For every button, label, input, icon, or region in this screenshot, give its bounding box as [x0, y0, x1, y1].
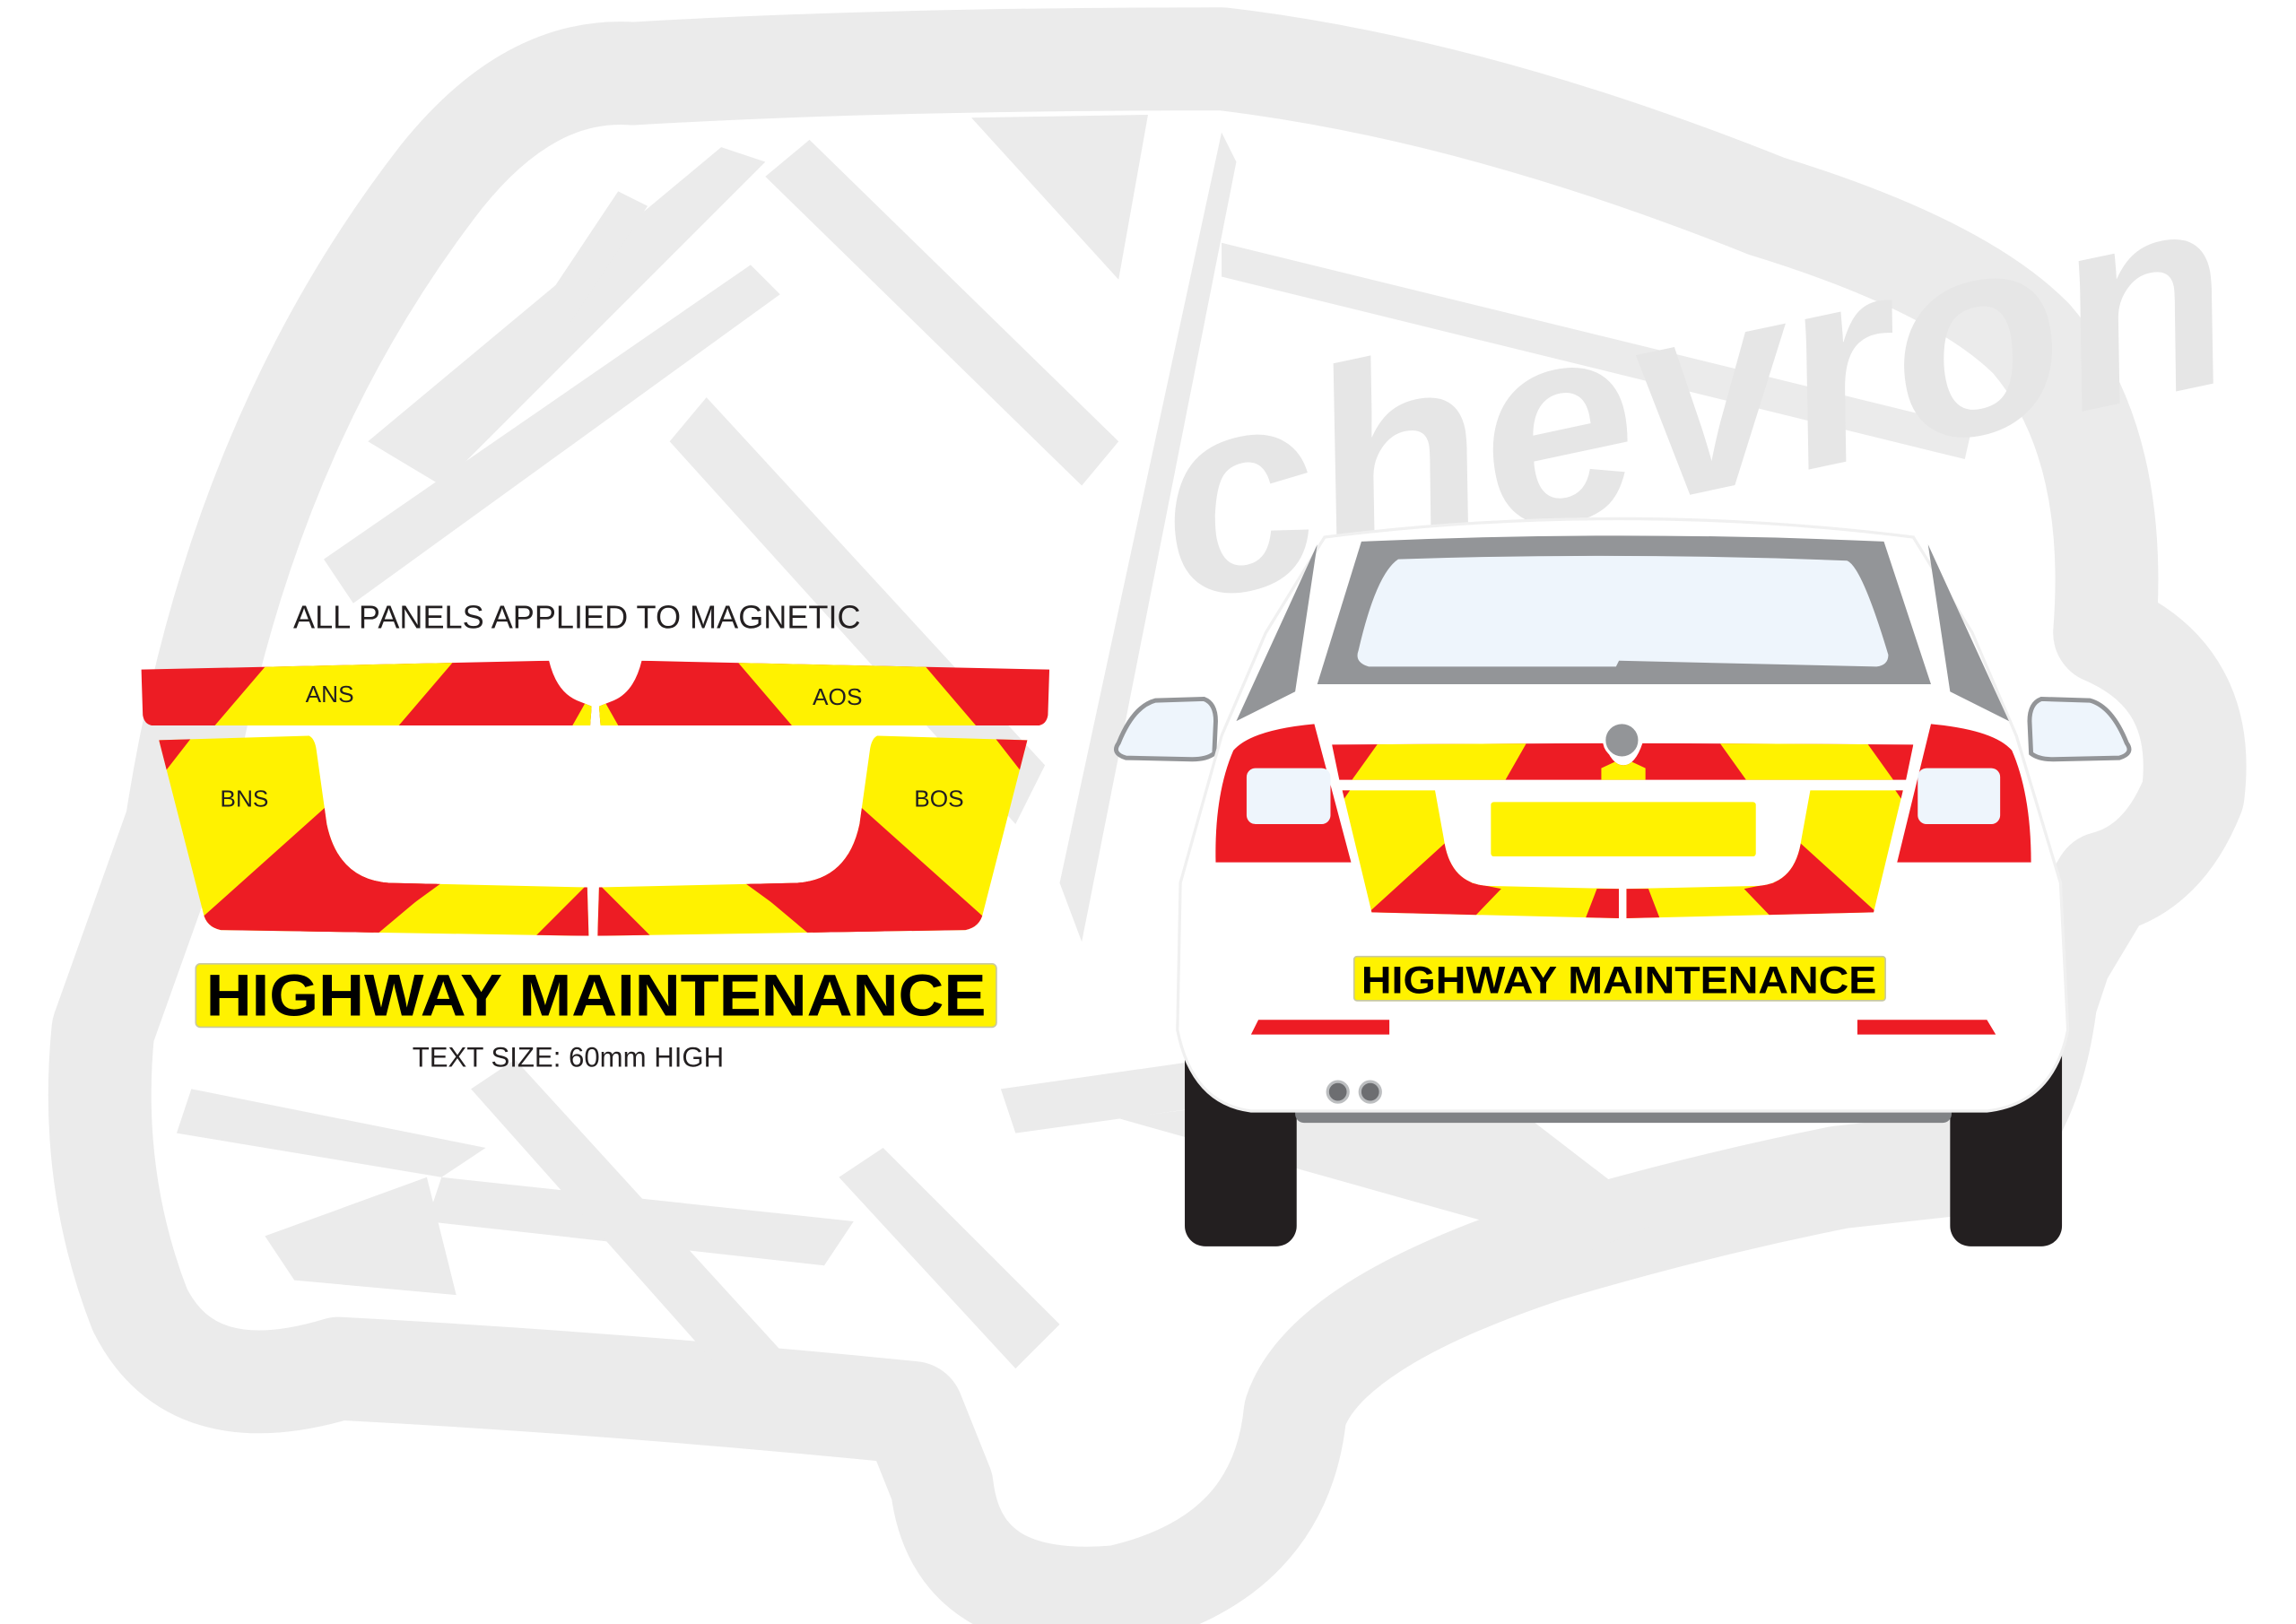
panel-bos: BOS	[597, 735, 1028, 936]
right-reflector	[1857, 1020, 1996, 1035]
left-mirror	[1114, 696, 1218, 762]
panel-ans: ANS	[141, 660, 592, 726]
car-rear-view: HIGHWAY MAINTENANCE	[1114, 517, 2132, 1246]
right-mirror	[2027, 696, 2132, 762]
panel-label-aos: AOS	[813, 683, 862, 710]
number-plate	[1491, 802, 1756, 857]
panel-bns: BNS	[159, 735, 589, 936]
car-banner-text: HIGHWAY MAINTENANCE	[1361, 960, 1876, 1003]
panels-heading: ALL PANELS APPLIED TO MAGNETIC	[293, 599, 861, 636]
left-reflector	[1250, 1020, 1390, 1035]
panel-label-bos: BOS	[914, 785, 963, 812]
car-badge-icon	[1603, 721, 1641, 760]
panel-aos: AOS	[598, 660, 1050, 726]
panel-label-ans: ANS	[306, 681, 354, 708]
exhaust-icon	[1326, 1080, 1350, 1104]
exhaust-icon	[1358, 1080, 1382, 1104]
rear-window	[1357, 555, 1889, 667]
text-size-note: TEXT SIZE: 60mm HIGH	[413, 1042, 724, 1073]
highway-maintenance-banner: HIGHWAY MAINTENANCE	[195, 962, 997, 1028]
panel-label-bns: BNS	[220, 785, 268, 812]
banner-text: HIGHWAY MAINTENANCE	[206, 962, 987, 1028]
